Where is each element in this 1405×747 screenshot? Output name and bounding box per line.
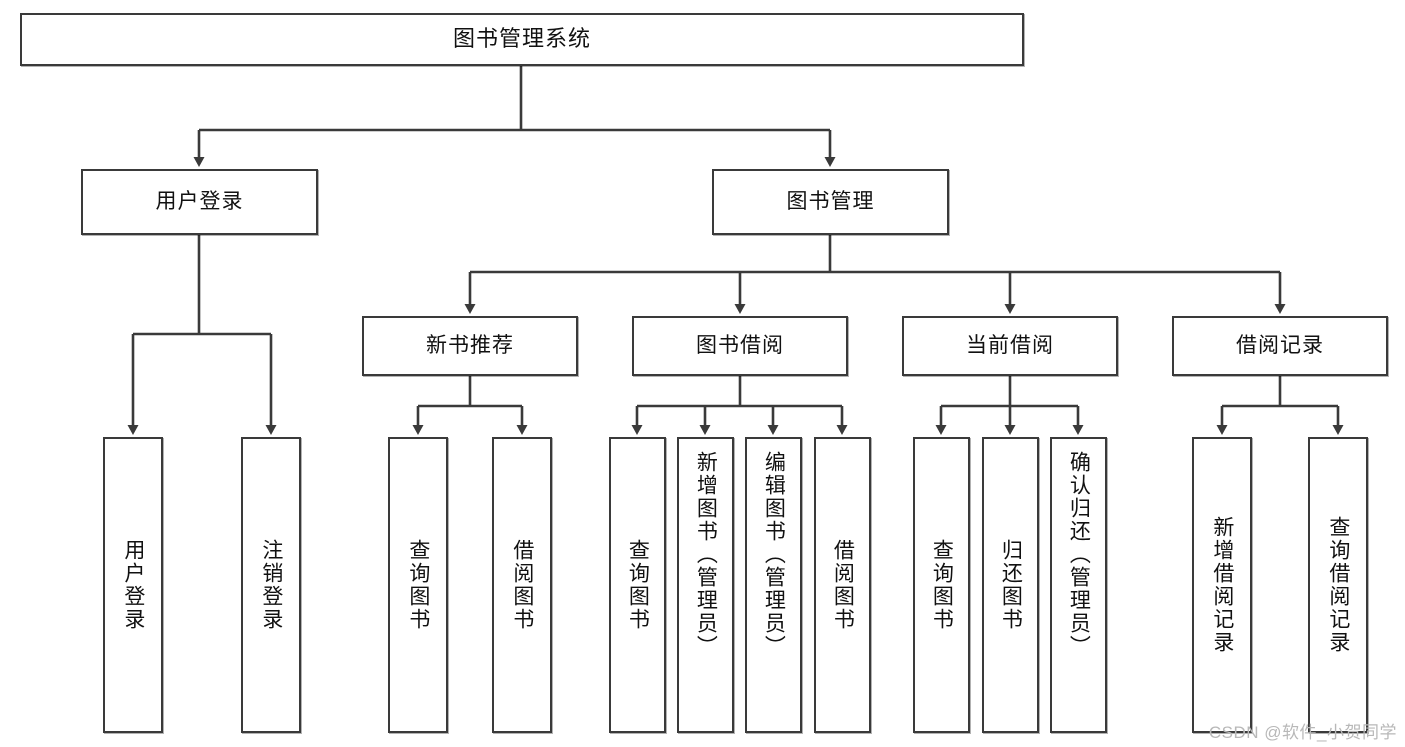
- node-label: 查询借阅记录: [1326, 516, 1350, 654]
- node-label: 图书借阅: [696, 334, 784, 358]
- node-label: 查询图书: [626, 539, 650, 631]
- node-label: 归还图书: [999, 539, 1023, 631]
- csdn-watermark: CSDN @软件_小贺同学: [1208, 723, 1397, 742]
- leaf-borrow-book-recommend[interactable]: 借阅图书: [492, 437, 552, 733]
- node-label: 新增图书（管理员）: [694, 451, 718, 658]
- node-label: 确认归还（管理员）: [1067, 451, 1091, 658]
- node-label: 借阅记录: [1236, 334, 1324, 358]
- leaf-query-book-current[interactable]: 查询图书: [913, 437, 970, 733]
- leaf-query-book-recommend[interactable]: 查询图书: [388, 437, 448, 733]
- node-label: 编辑图书（管理员）: [762, 451, 786, 658]
- leaf-borrow-book[interactable]: 借阅图书: [814, 437, 871, 733]
- node-label: 查询图书: [406, 539, 430, 631]
- node-label: 新增借阅记录: [1210, 516, 1234, 654]
- node-book-management[interactable]: 图书管理: [712, 169, 949, 235]
- node-user-login[interactable]: 用户登录: [81, 169, 318, 235]
- leaf-user-logout[interactable]: 注销登录: [241, 437, 301, 733]
- node-label: 借阅图书: [510, 539, 534, 631]
- node-label: 用户登录: [121, 539, 145, 631]
- node-label: 借阅图书: [831, 539, 855, 631]
- node-current-borrow[interactable]: 当前借阅: [902, 316, 1118, 376]
- node-root-book-management-system[interactable]: 图书管理系统: [20, 13, 1024, 66]
- leaf-user-login[interactable]: 用户登录: [103, 437, 163, 733]
- leaf-query-book-borrow[interactable]: 查询图书: [609, 437, 666, 733]
- leaf-add-borrow-record[interactable]: 新增借阅记录: [1192, 437, 1252, 733]
- node-label: 当前借阅: [966, 334, 1054, 358]
- node-borrow-records[interactable]: 借阅记录: [1172, 316, 1388, 376]
- node-label: 用户登录: [155, 190, 244, 214]
- leaf-confirm-return-admin[interactable]: 确认归还（管理员）: [1050, 437, 1107, 733]
- leaf-add-book-admin[interactable]: 新增图书（管理员）: [677, 437, 734, 733]
- node-label: 查询图书: [930, 539, 954, 631]
- leaf-query-borrow-record[interactable]: 查询借阅记录: [1308, 437, 1368, 733]
- node-label: 注销登录: [259, 539, 283, 631]
- leaf-return-book[interactable]: 归还图书: [982, 437, 1039, 733]
- leaf-edit-book-admin[interactable]: 编辑图书（管理员）: [745, 437, 802, 733]
- node-label: 图书管理: [786, 190, 875, 214]
- node-new-book-recommend[interactable]: 新书推荐: [362, 316, 578, 376]
- node-label: 图书管理系统: [452, 26, 591, 52]
- node-label: 新书推荐: [426, 334, 514, 358]
- node-book-borrow[interactable]: 图书借阅: [632, 316, 848, 376]
